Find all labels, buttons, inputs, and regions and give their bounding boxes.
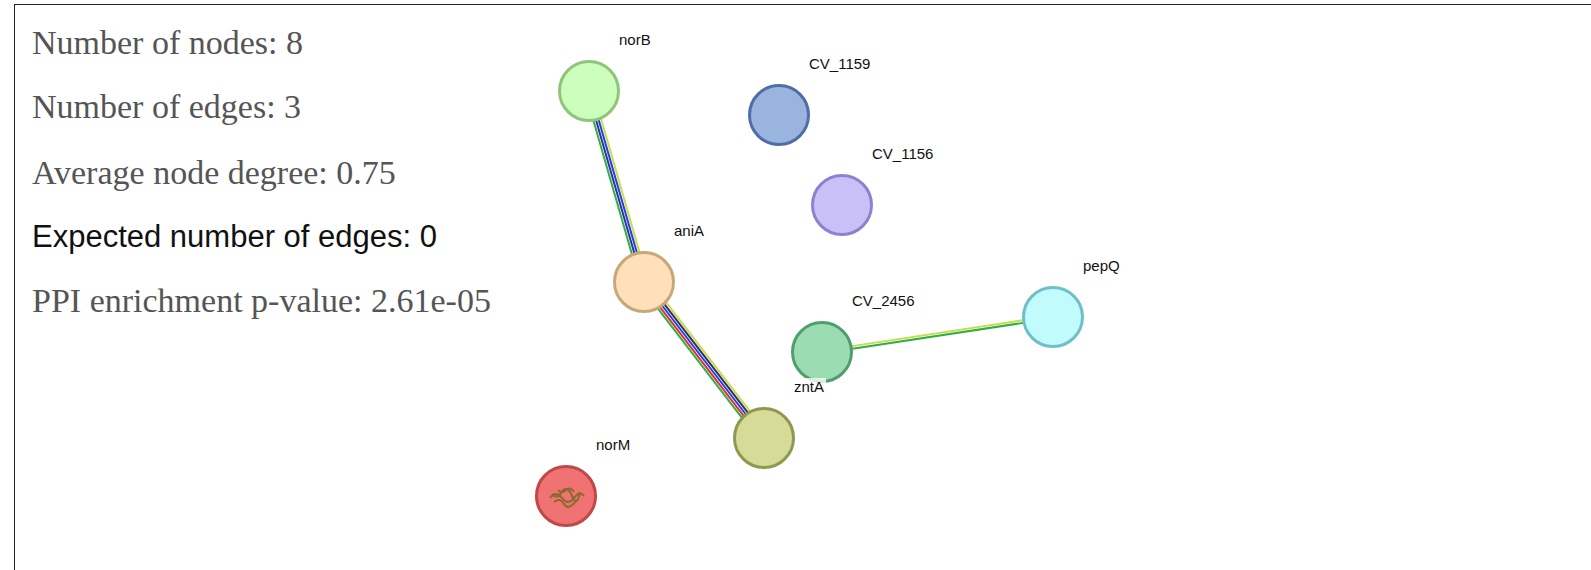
protein-node: CV_1156 <box>811 174 873 236</box>
node-label: zntA <box>792 378 826 395</box>
node-label: norB <box>617 31 653 48</box>
protein-node: norB <box>558 60 620 122</box>
interaction-edge <box>850 320 1024 349</box>
interaction-edge <box>658 302 751 418</box>
node-label: CV_1159 <box>807 55 872 72</box>
node-label: CV_1156 <box>870 145 935 162</box>
protein-node: aniA <box>613 251 675 313</box>
protein-node: zntA <box>733 407 795 469</box>
interaction-edge <box>593 118 639 255</box>
structure-image <box>538 468 594 524</box>
stat-line: Number of edges: 3 <box>32 88 301 126</box>
stat-line: PPI enrichment p-value: 2.61e-05 <box>32 282 491 320</box>
stat-line: Number of nodes: 8 <box>32 24 303 62</box>
stat-line: Expected number of edges: 0 <box>32 219 437 255</box>
protein-node: CV_1159 <box>748 84 810 146</box>
protein-node: CV_2456 <box>791 321 853 383</box>
node-label: pepQ <box>1081 257 1122 274</box>
node-label: aniA <box>672 222 706 239</box>
node-label: norM <box>594 436 632 453</box>
protein-node: pepQ <box>1022 286 1084 348</box>
node-label: CV_2456 <box>850 292 917 309</box>
protein-node: norM <box>535 465 597 527</box>
stat-line: Average node degree: 0.75 <box>32 154 396 192</box>
